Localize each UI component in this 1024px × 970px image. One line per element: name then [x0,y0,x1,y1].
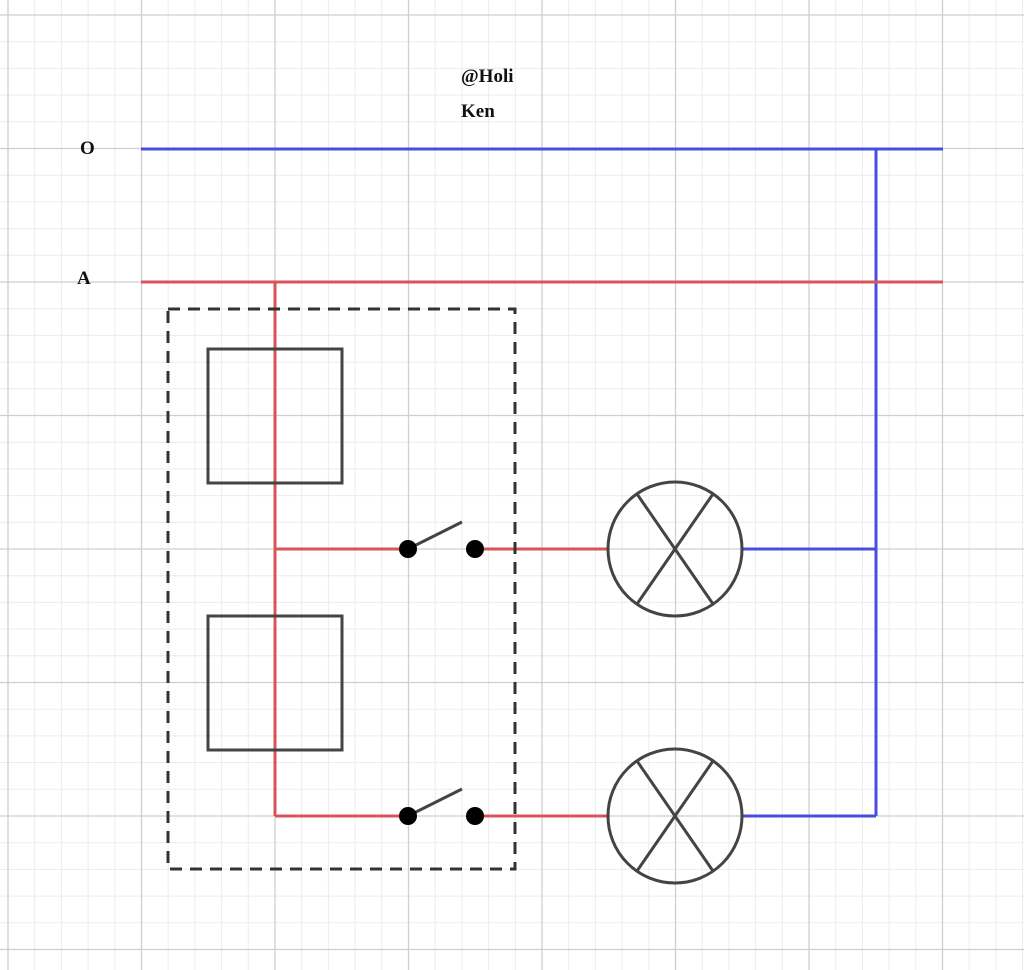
socket-lower [206,614,344,752]
lamp-lower [606,747,744,885]
switch-upper-contact-right [466,540,484,558]
switch-upper [399,520,484,558]
switch-upper-lever [407,520,463,551]
watermark-line-1: @Holi [461,66,514,87]
switch-lower-contact-right [466,807,484,825]
enclosure-dashed-box [166,307,517,871]
phase-wiring [141,280,943,818]
socket-upper [206,347,344,485]
switch-lower-lever [407,787,463,818]
switch-upper-contact-left [399,540,417,558]
phase-label: A [77,268,91,289]
switch-lower [399,787,484,825]
switch-lower-contact-left [399,807,417,825]
neutral-wiring [141,147,943,818]
watermark-line-2: Ken [461,101,495,122]
neutral-label: O [80,138,95,159]
lamp-upper [606,480,744,618]
